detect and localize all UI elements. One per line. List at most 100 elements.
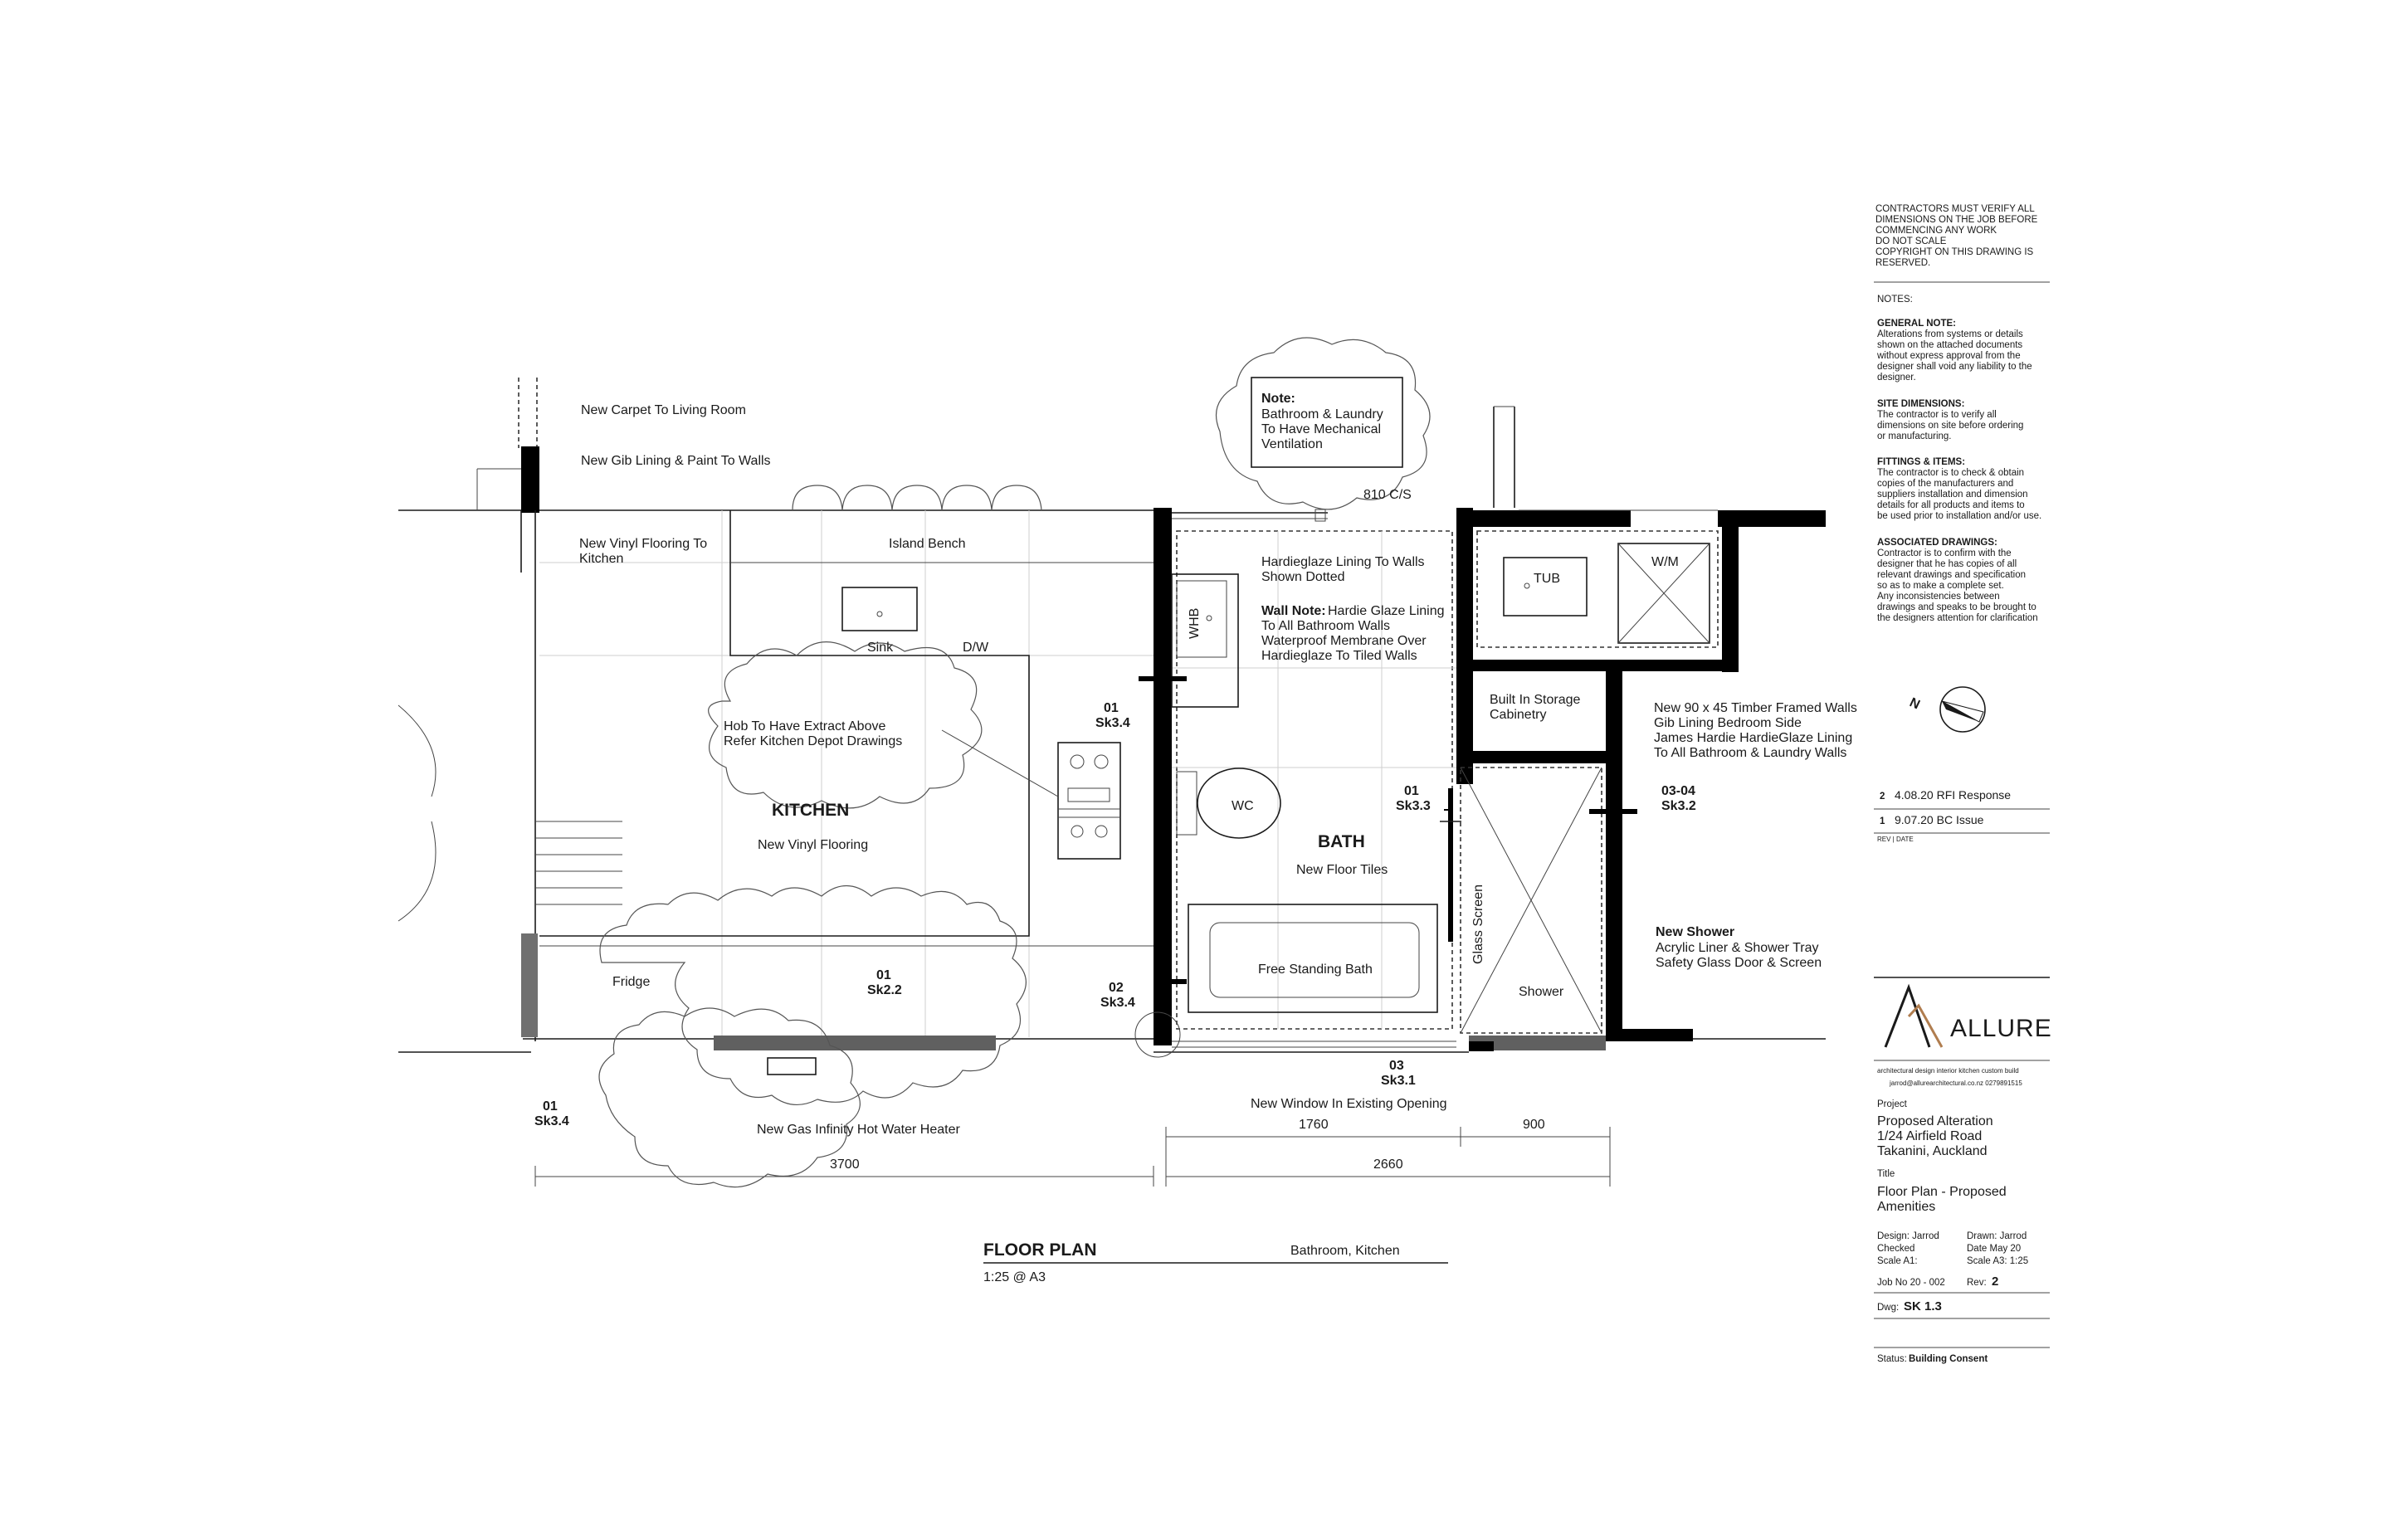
label-kitchen-floor: New Vinyl Flooring	[758, 838, 868, 852]
section-ref-sheet: Sk3.3	[1396, 799, 1431, 813]
note-section-title: GENERAL NOTE:	[1877, 319, 1956, 329]
drawn-by: Drawn: Jarrod	[1967, 1231, 2027, 1241]
dimension-900: 900	[1523, 1118, 1545, 1132]
notes-heading: NOTES:	[1877, 295, 1913, 305]
section-ref-num: 03-04	[1661, 784, 1695, 798]
rev-value: 2	[1992, 1274, 1998, 1289]
section-ref-num: 01	[1404, 784, 1419, 798]
note-line: details for all products and items to	[1877, 500, 2025, 510]
note-line: so as to make a complete set.	[1877, 581, 2004, 591]
label-wall-note-2: To All Bathroom Walls	[1261, 619, 1390, 633]
section-ref-sheet: Sk2.2	[867, 983, 902, 997]
job-number: Job No 20 - 002	[1877, 1278, 1945, 1288]
label-vinyl-2: Kitchen	[579, 552, 623, 566]
brand-contact: jarrod@allurearchitectural.co.nz 0279891…	[1889, 1079, 2022, 1087]
note-line: the designers attention for clarificatio…	[1877, 613, 2038, 623]
note-line: shown on the attached documents	[1877, 340, 2022, 350]
scale-a1: Scale A1:	[1877, 1256, 1918, 1266]
project-line: Proposed Alteration	[1877, 1114, 1993, 1128]
label-shower-2: Safety Glass Door & Screen	[1656, 956, 1822, 970]
north-arrow-icon	[1939, 686, 1986, 733]
note-line: The contractor is to check & obtain	[1877, 468, 2024, 478]
project-line: Takanini, Auckland	[1877, 1144, 1988, 1158]
plan-drawing	[398, 377, 1826, 1187]
title-block: ALLURE architectural design interior kit…	[1874, 977, 2051, 1364]
plan-scale: 1:25 @ A3	[983, 1270, 1046, 1284]
status-value: Building Consent	[1909, 1354, 1988, 1364]
label-wall-note-title: Wall Note:	[1261, 604, 1326, 618]
revision-clouds	[598, 337, 1431, 1188]
label-free-bath: Free Standing Bath	[1258, 962, 1373, 977]
revision-number: 2	[1880, 792, 1885, 802]
dimensions: 1760 900 3700 2660	[830, 1118, 1545, 1172]
dimension-1760: 1760	[1299, 1118, 1329, 1132]
notes-column: CONTRACTORS MUST VERIFY ALL DIMENSIONS O…	[1874, 204, 2050, 843]
north-label: N	[1907, 695, 1922, 712]
plan-subtitle: Bathroom, Kitchen	[1290, 1244, 1400, 1258]
revision-header: REV | DATE	[1877, 836, 1914, 843]
label-door-cs: 810 C/S	[1363, 488, 1412, 502]
label-note-3: Ventilation	[1261, 437, 1323, 451]
note-line: suppliers installation and dimension	[1877, 490, 2028, 500]
revision-number: 1	[1880, 816, 1885, 826]
label-timber-4: To All Bathroom & Laundry Walls	[1654, 746, 1846, 760]
note-line: The contractor is to verify all	[1877, 410, 1997, 420]
label-note-1: Bathroom & Laundry	[1261, 407, 1383, 422]
revision-text: 9.07.20 BC Issue	[1895, 813, 1984, 826]
label-new-shower: New Shower	[1656, 925, 1734, 939]
contractor-note-line: COMMENCING ANY WORK	[1875, 226, 1997, 236]
label-carpet: New Carpet To Living Room	[581, 403, 746, 417]
label-wall-note-1: Hardie Glaze Lining	[1328, 604, 1445, 618]
section-references: 01 Sk3.4 01 Sk3.3 03-04 Sk3.2 01 Sk2.2 0…	[534, 701, 1696, 1128]
plan-labels: New Carpet To Living Room New Gib Lining…	[579, 392, 1857, 1137]
section-ref-sheet: Sk3.4	[534, 1114, 569, 1128]
section-ref-sheet: Sk3.4	[1095, 716, 1130, 730]
label-timber-1: New 90 x 45 Timber Framed Walls	[1654, 701, 1857, 715]
checked-by: Checked	[1877, 1244, 1914, 1254]
label-hob-1: Hob To Have Extract Above	[724, 719, 885, 733]
label-gib: New Gib Lining & Paint To Walls	[581, 454, 771, 468]
section-ref-sheet: Sk3.4	[1100, 996, 1135, 1010]
contractor-note-line: COPYRIGHT ON THIS DRAWING IS	[1875, 247, 2034, 257]
label-vinyl-1: New Vinyl Flooring To	[579, 537, 707, 551]
dimension-3700: 3700	[830, 1157, 860, 1172]
note-section-title: ASSOCIATED DRAWINGS:	[1877, 538, 1997, 548]
note-line: Contractor is to confirm with the	[1877, 548, 2012, 558]
note-section-title: FITTINGS & ITEMS:	[1877, 457, 1965, 467]
contractor-note-line: CONTRACTORS MUST VERIFY ALL	[1875, 204, 2035, 214]
label-island: Island Bench	[889, 537, 966, 551]
label-tub: TUB	[1534, 572, 1560, 586]
plan-title-block: FLOOR PLAN 1:25 @ A3 Bathroom, Kitchen	[983, 1240, 1448, 1284]
drawing-date: Date May 20	[1967, 1244, 2021, 1254]
label-shower-1: Acrylic Liner & Shower Tray	[1656, 941, 1819, 955]
label-sink: Sink	[867, 641, 894, 655]
contractor-note-line: DO NOT SCALE	[1875, 236, 1947, 246]
rev-label: Rev:	[1967, 1278, 1987, 1288]
design-by: Design: Jarrod	[1877, 1231, 1939, 1241]
label-hg-1: Hardieglaze Lining To Walls	[1261, 555, 1425, 569]
section-ref-num: 01	[1104, 701, 1119, 715]
label-timber-3: James Hardie HardieGlaze Lining	[1654, 731, 1852, 745]
section-ref-num: 01	[876, 968, 891, 982]
note-line: drawings and speaks to be brought to	[1877, 602, 2036, 612]
drawing-number: SK 1.3	[1904, 1299, 1942, 1313]
label-hob-2: Refer Kitchen Depot Drawings	[724, 734, 902, 748]
label-wall-note-3: Waterproof Membrane Over	[1261, 634, 1427, 648]
note-line: designer shall void any liability to the	[1877, 362, 2032, 372]
status-label: Status:	[1877, 1354, 1907, 1364]
label-timber-2: Gib Lining Bedroom Side	[1654, 716, 1802, 730]
label-glass-screen: Glass Screen	[1471, 885, 1485, 964]
label-window: New Window In Existing Opening	[1251, 1097, 1447, 1111]
label-whb: WHB	[1188, 608, 1202, 639]
label-note-2: To Have Mechanical	[1261, 422, 1381, 436]
label-dw: D/W	[963, 641, 989, 655]
section-ref-sheet: Sk3.1	[1381, 1074, 1416, 1088]
label-bath-floor: New Floor Tiles	[1296, 863, 1388, 877]
note-line: designer that he has copies of all	[1877, 559, 2017, 569]
note-line: or manufacturing.	[1877, 431, 1952, 441]
dimension-2660: 2660	[1373, 1157, 1403, 1172]
section-ref-num: 02	[1109, 981, 1124, 995]
note-line: dimensions on site before ordering	[1877, 421, 2023, 431]
label-storage-2: Cabinetry	[1490, 708, 1546, 722]
